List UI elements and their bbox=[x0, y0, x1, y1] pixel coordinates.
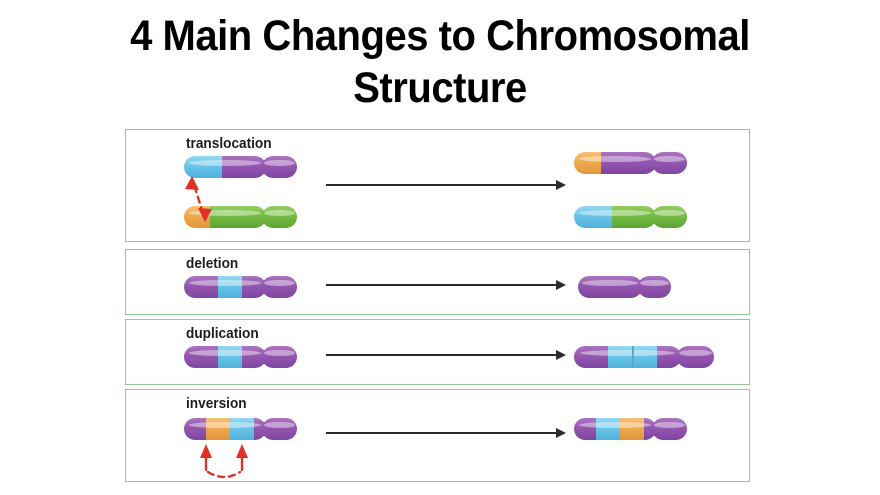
segment-green bbox=[210, 206, 266, 228]
segment-purple bbox=[242, 346, 266, 368]
segment-blue bbox=[218, 346, 242, 368]
chromosome-arm-short bbox=[262, 156, 297, 178]
segment-blue-original bbox=[608, 346, 632, 368]
page-title-line-2: Structure bbox=[353, 64, 527, 112]
segment-purple bbox=[262, 156, 297, 178]
translocation-transform-arrow bbox=[326, 180, 566, 190]
translocation-after-green-chromosome bbox=[574, 206, 687, 228]
chromosome-arm-long bbox=[184, 206, 266, 228]
segment-blue bbox=[218, 276, 242, 298]
segment-purple bbox=[242, 276, 266, 298]
deletion-after-chromosome bbox=[578, 276, 671, 298]
panel-deletion: deletion bbox=[125, 249, 750, 315]
chromosome-arm-short bbox=[262, 206, 297, 228]
panel-label-deletion: deletion bbox=[186, 256, 239, 272]
segment-blue bbox=[184, 156, 222, 178]
inversion-red-flip-arrows bbox=[200, 444, 248, 479]
right-arrow-icon bbox=[556, 428, 566, 438]
segment-purple bbox=[652, 152, 687, 174]
chromosome-arm-long bbox=[184, 156, 266, 178]
inversion-transform-arrow bbox=[326, 428, 566, 438]
panel-translocation: translocation bbox=[125, 129, 750, 242]
chromosome-arm-long bbox=[184, 276, 266, 298]
chromosome-arm-short bbox=[652, 206, 687, 228]
segment-purple bbox=[184, 418, 206, 440]
translocation-red-exchange-arrows bbox=[185, 176, 212, 222]
inversion-before-chromosome bbox=[184, 418, 297, 440]
right-arrow-icon bbox=[556, 350, 566, 360]
chromosome-arm-long bbox=[578, 276, 642, 298]
chromosome-arm-short bbox=[652, 418, 687, 440]
segment-purple bbox=[222, 156, 266, 178]
chromosome-arm-long bbox=[574, 152, 656, 174]
segment-purple bbox=[578, 276, 642, 298]
chromosome-arm-long bbox=[184, 418, 266, 440]
segment-purple bbox=[677, 346, 714, 368]
chromosome-arm-long bbox=[574, 206, 656, 228]
translocation-before-green-chromosome bbox=[184, 206, 297, 228]
segment-divider bbox=[632, 346, 634, 368]
chromosome-arm-short bbox=[262, 276, 297, 298]
arrow-shaft bbox=[326, 354, 556, 356]
chromosome-arm-short bbox=[652, 152, 687, 174]
segment-purple bbox=[262, 418, 297, 440]
segment-purple bbox=[262, 346, 297, 368]
page-title: 4 Main Changes to Chromosomal Structure bbox=[31, 10, 849, 114]
chromosome-arm-short bbox=[638, 276, 671, 298]
arrow-shaft bbox=[326, 432, 556, 434]
translocation-after-purple-chromosome bbox=[574, 152, 687, 174]
inversion-after-chromosome bbox=[574, 418, 687, 440]
panel-inversion: inversion bbox=[125, 389, 750, 482]
arrow-shaft bbox=[326, 284, 556, 286]
panel-label-translocation: translocation bbox=[186, 136, 272, 152]
segment-green bbox=[262, 206, 297, 228]
segment-purple bbox=[657, 346, 681, 368]
segment-purple bbox=[574, 346, 608, 368]
segment-purple bbox=[574, 418, 596, 440]
segment-purple bbox=[184, 276, 218, 298]
chromosome-arm-long bbox=[574, 346, 681, 368]
right-arrow-icon bbox=[556, 180, 566, 190]
chromosome-arm-long bbox=[574, 418, 656, 440]
chromosome-arm-short bbox=[677, 346, 714, 368]
segment-orange bbox=[206, 418, 230, 440]
duplication-after-chromosome bbox=[574, 346, 714, 368]
deletion-transform-arrow bbox=[326, 280, 566, 290]
segment-orange bbox=[620, 418, 644, 440]
duplication-before-chromosome bbox=[184, 346, 297, 368]
segment-blue bbox=[574, 206, 612, 228]
segment-blue-duplicate bbox=[633, 346, 657, 368]
segment-blue bbox=[230, 418, 254, 440]
segment-purple bbox=[184, 346, 218, 368]
panel-label-duplication: duplication bbox=[186, 326, 259, 342]
panel-duplication: duplication bbox=[125, 319, 750, 385]
segment-purple bbox=[652, 418, 687, 440]
duplication-transform-arrow bbox=[326, 350, 566, 360]
chromosome-arm-long bbox=[184, 346, 266, 368]
deletion-before-chromosome bbox=[184, 276, 297, 298]
segment-purple bbox=[638, 276, 671, 298]
segment-purple bbox=[601, 152, 656, 174]
segment-orange bbox=[574, 152, 601, 174]
segment-blue bbox=[596, 418, 620, 440]
right-arrow-icon bbox=[556, 280, 566, 290]
translocation-before-purple-chromosome bbox=[184, 156, 297, 178]
chromosome-arm-short bbox=[262, 346, 297, 368]
arrow-shaft bbox=[326, 184, 556, 186]
segment-green bbox=[612, 206, 656, 228]
page-title-line-1: 4 Main Changes to Chromosomal bbox=[130, 12, 750, 60]
chromosome-arm-short bbox=[262, 418, 297, 440]
segment-green bbox=[652, 206, 687, 228]
segment-purple bbox=[262, 276, 297, 298]
panel-label-inversion: inversion bbox=[186, 396, 247, 412]
